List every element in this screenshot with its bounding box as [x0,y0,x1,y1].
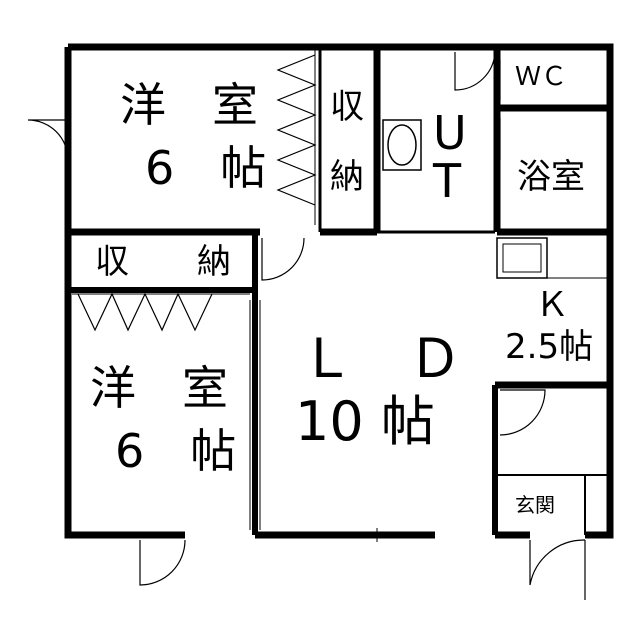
kitchen-size: 2.5帖 [505,327,594,367]
ld-label: Ｌ Ｄ [300,327,462,390]
closet-left-label: 収 納 [95,242,231,282]
room-label-western-bottom: 洋 室 [90,361,228,415]
ld-size: 10 帖 [295,390,435,453]
kitchen-label: Ｋ [535,285,569,325]
folding-door [276,54,317,206]
outer-wall [64,43,614,539]
room-size-western-bottom: 6 帖 [115,424,237,478]
door-entrance-hall [499,389,546,436]
washbasin [382,119,422,171]
entrance-label: 玄関 [515,493,555,517]
folding-door [77,292,213,332]
closet-top-label-2: 納 [330,157,364,197]
wc-label: ＷＣ [515,62,568,92]
door-lr [261,237,305,281]
ut-label-2: T [433,154,462,208]
room-size-western-top: 6 帖 [145,141,267,195]
door-ut [454,51,496,91]
door-front [529,539,586,586]
door-left [27,119,69,161]
door-bedroom-bottom [139,539,186,586]
ut-label-1: U [433,106,467,160]
closet-top-label-1: 収 [330,87,364,127]
room-label-western-top: 洋 室 [120,78,258,132]
bathroom-label: 浴室 [517,157,585,197]
